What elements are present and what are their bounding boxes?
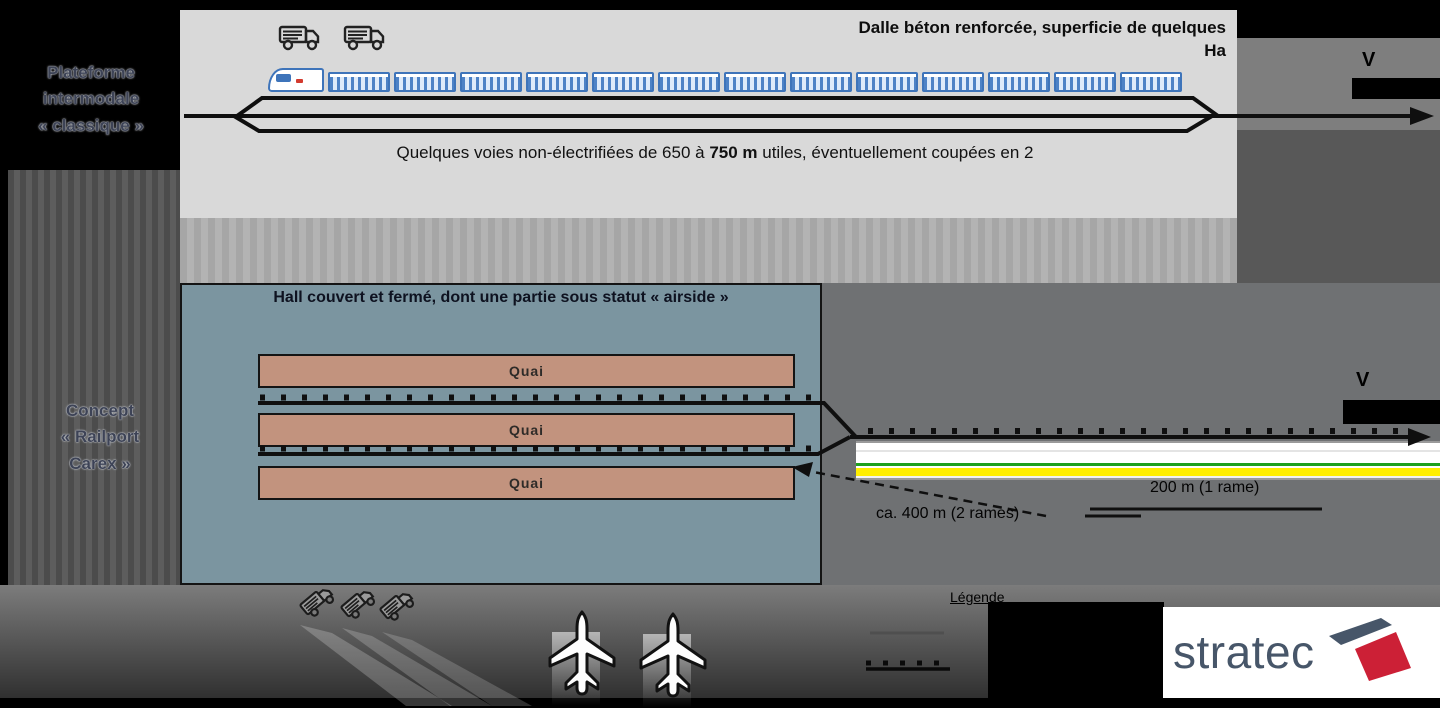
train-wagon-icon xyxy=(1120,72,1182,92)
train-wagon-icon xyxy=(856,72,918,92)
train-wagon-icon xyxy=(1054,72,1116,92)
background-right-lower xyxy=(822,283,1440,585)
truck-icon xyxy=(379,593,415,621)
hall-title: Hall couvert et fermé, dont une partie s… xyxy=(273,289,729,306)
truck-icon xyxy=(343,25,385,51)
locomotive-red-mark xyxy=(296,79,303,83)
gray-band xyxy=(180,218,1237,283)
dimension-200m-label: 200 m (1 rame) xyxy=(1150,479,1260,496)
white-train-rame xyxy=(856,441,1440,480)
truck-icon xyxy=(340,591,376,619)
airplane-icon xyxy=(639,612,707,698)
classic-platform-label: Plateforme intermodale « classique » xyxy=(38,63,144,135)
train-wagon-icon xyxy=(658,72,720,92)
train-wagon-icon xyxy=(328,72,390,92)
quai-bar-2: Quai xyxy=(258,413,795,447)
stratec-logo-swoosh-icon xyxy=(1329,618,1411,681)
train-locomotive-icon xyxy=(268,68,324,92)
stratec-logo-text: stratec xyxy=(1173,626,1315,678)
background-left-strip xyxy=(8,170,180,595)
legend-title: Légende xyxy=(950,589,1005,605)
clipped-arrow-label-top: V xyxy=(1362,49,1376,71)
train-wagon-icon xyxy=(592,72,654,92)
train-wagon-icon xyxy=(988,72,1050,92)
concrete-slab-note: Dalle béton renforcée, superficie de que… xyxy=(858,18,1227,60)
airplane-icon xyxy=(548,610,616,696)
dimension-400m-label: ca. 400 m (2 rames) xyxy=(876,505,1020,522)
clipped-label-blob xyxy=(1343,400,1440,424)
train-wagon-icon xyxy=(922,72,984,92)
locomotive-window xyxy=(276,74,291,82)
train-wagon-icon xyxy=(526,72,588,92)
tracks-note-bold: 750 m xyxy=(709,143,758,162)
quai-bar-3: Quai xyxy=(258,466,795,500)
tracks-note-post: utiles, éventuellement coupées en 2 xyxy=(757,143,1034,162)
train-wagon-icon xyxy=(460,72,522,92)
train-wagon-icon xyxy=(790,72,852,92)
background-right-mid xyxy=(1237,130,1440,283)
tracks-note: Quelques voies non-électrifiées de 650 à… xyxy=(200,143,1230,163)
stratec-logo: stratec xyxy=(1163,607,1440,698)
clipped-label-blob xyxy=(1352,78,1440,99)
tracks-note-pre: Quelques voies non-électrifiées de 650 à xyxy=(396,143,710,162)
train-wagon-icon xyxy=(394,72,456,92)
carex-concept-label: Concept « Railport Carex » xyxy=(60,401,140,473)
truck-icon xyxy=(299,589,335,617)
truck-icon xyxy=(278,25,320,51)
freight-train xyxy=(268,68,1182,92)
clipped-arrow-label-mid: V xyxy=(1356,369,1370,391)
legend-label-area xyxy=(988,602,1164,706)
train-wagon-icon xyxy=(724,72,786,92)
quai-bar-1: Quai xyxy=(258,354,795,388)
